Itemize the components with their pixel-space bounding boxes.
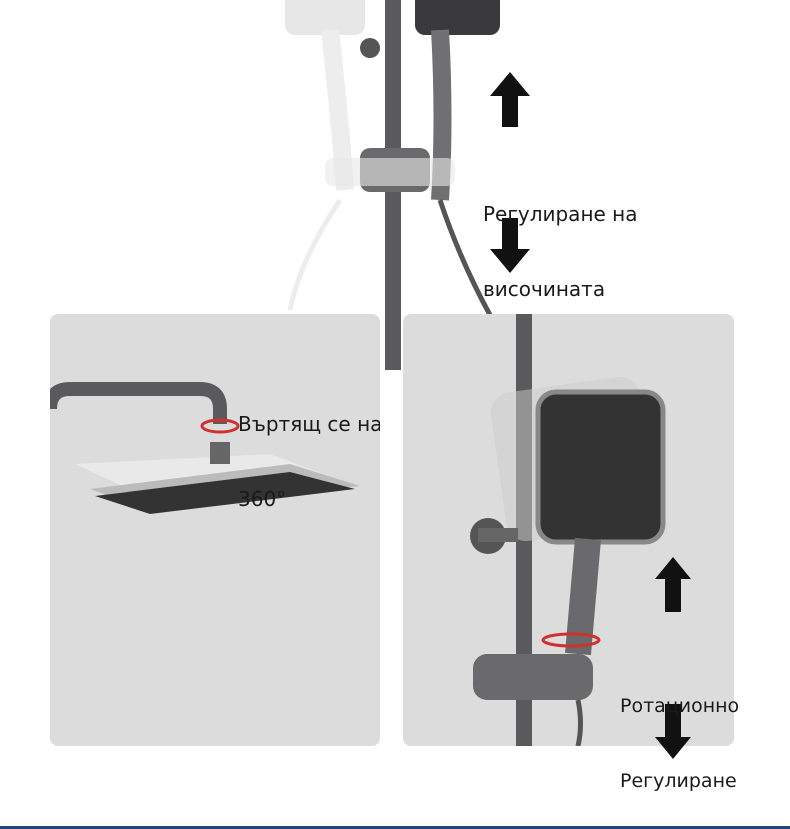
wall-bracket <box>360 38 380 58</box>
arrow-up-icon <box>655 557 691 612</box>
rotate-label: Въртящ се на 360° <box>238 362 380 562</box>
rotation-adjust-line1: Ротационно <box>620 695 740 717</box>
left-panel-overhead-shower: Въртящ се на 360° <box>50 314 380 746</box>
rotation-adjust-line2: Регулиране <box>620 770 737 792</box>
rotate-line1: Въртящ се на <box>238 412 380 436</box>
height-adjust-line1: Регулиране на <box>483 202 638 226</box>
hand-shower-illustration <box>470 314 666 746</box>
arrow-down-icon <box>490 218 530 273</box>
right-panel-hand-shower <box>403 314 734 746</box>
slide-bracket-ghost <box>325 158 455 186</box>
rotation-adjust-label: Ротационно Регулиране <box>620 644 739 819</box>
overhead-shower-illustration <box>50 382 360 514</box>
rotate-line2: 360° <box>238 487 287 511</box>
bottom-accent-bar <box>0 826 790 829</box>
arrow-up-icon <box>490 72 530 127</box>
ghost-hand-shower <box>285 0 365 311</box>
height-adjust-label: Регулиране на височината <box>483 152 638 327</box>
rotation-marker-icon <box>200 418 240 434</box>
rotation-marker-icon <box>541 632 601 648</box>
arrow-down-icon <box>655 704 691 759</box>
height-adjust-line2: височината <box>483 277 606 301</box>
